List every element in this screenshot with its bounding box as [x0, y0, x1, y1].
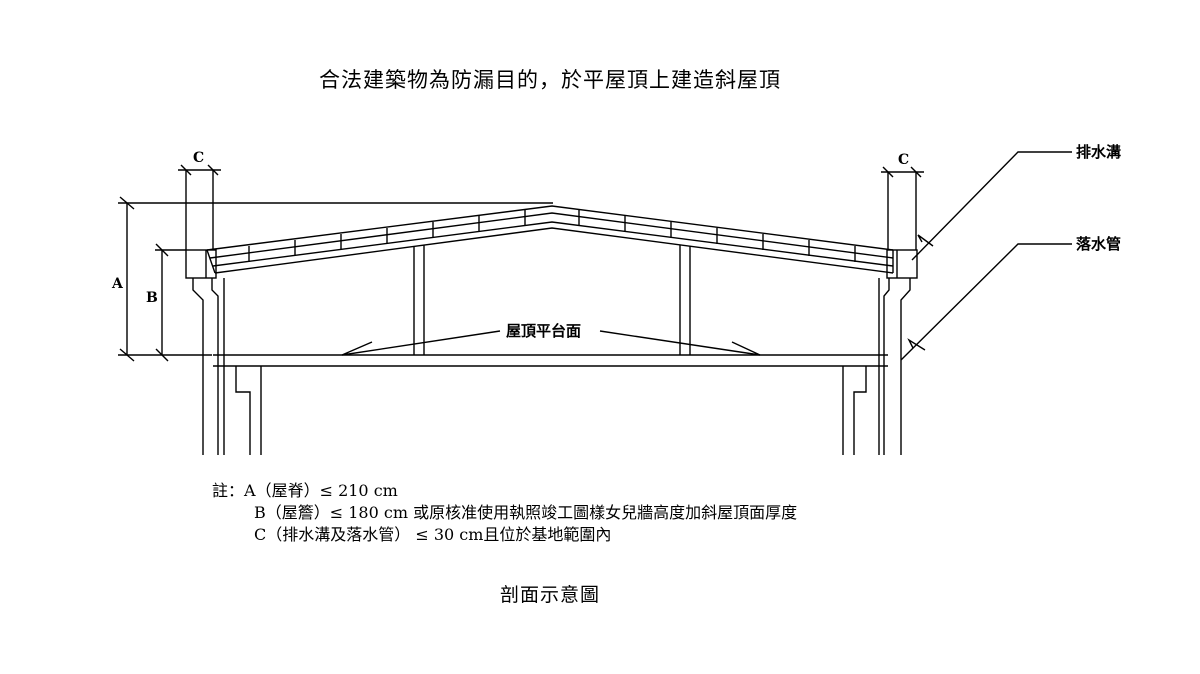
- dim-b-label: B: [146, 290, 158, 306]
- dimension-c-left: [178, 164, 221, 176]
- note-a: A（屋脊）≤ 210 cm: [244, 481, 398, 500]
- roof-platform-leader-left: [341, 330, 501, 356]
- dimension-b: [155, 243, 186, 362]
- roof-platform-label: 屋頂平台面: [506, 322, 581, 340]
- dimension-a: [118, 196, 553, 362]
- right-parapet: [886, 172, 918, 279]
- notes-block: 註：A（屋脊）≤ 210 cm B（屋簷）≤ 180 cm 或原核准使用執照竣工…: [212, 480, 797, 546]
- roof-columns: [413, 245, 691, 355]
- dim-c-right-label: C: [898, 152, 909, 168]
- roof-platform-leader-right: [599, 330, 761, 356]
- diagram-caption: 剖面示意圖: [499, 584, 600, 606]
- left-parapet: [185, 170, 217, 279]
- dimension-c-right: [881, 166, 924, 178]
- downpipe-label: 落水管: [1076, 235, 1121, 253]
- flat-roof-slab: [213, 354, 888, 455]
- dim-a-label: A: [111, 276, 124, 292]
- note-b: B（屋簷）≤ 180 cm 或原核准使用執照竣工圖樣女兒牆高度加斜屋頂面厚度: [254, 503, 798, 522]
- notes-prefix: 註：: [212, 481, 245, 500]
- note-row-a: 註：A（屋脊）≤ 210 cm: [212, 480, 797, 502]
- gutter-label: 排水溝: [1076, 143, 1121, 161]
- gutter-leader: [911, 151, 1072, 261]
- diagram-title: 合法建築物為防漏目的，於平屋頂上建造斜屋頂: [319, 68, 781, 92]
- dim-c-left-label: C: [193, 150, 204, 166]
- downpipe-leader: [900, 243, 1072, 361]
- sloped-roof: [206, 205, 894, 274]
- note-c: C（排水溝及落水管） ≤ 30 cm且位於基地範圍內: [254, 525, 612, 544]
